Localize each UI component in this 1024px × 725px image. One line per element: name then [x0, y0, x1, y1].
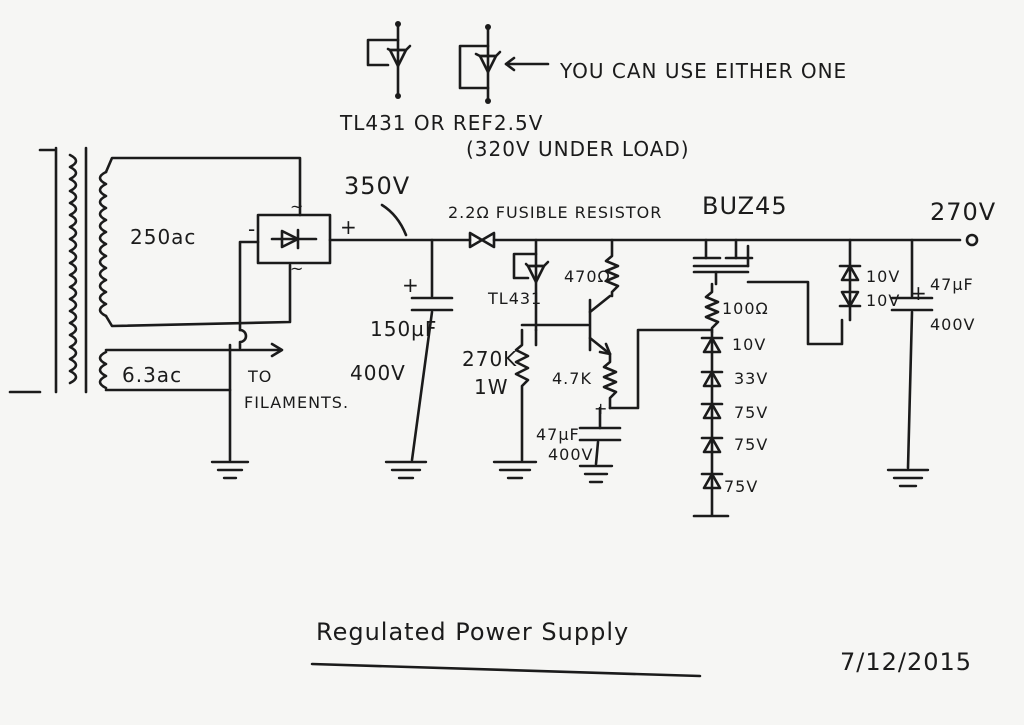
c2-plus-sign: +: [594, 399, 608, 418]
resistor-4k7: [602, 352, 618, 410]
secondary-lv-label: 6.3ac: [122, 363, 182, 387]
bridge-plus-label: +: [340, 215, 358, 239]
bjt-transistor: [588, 294, 612, 356]
r-4k7-value: 4.7K: [552, 369, 592, 388]
transformer: [8, 146, 108, 394]
zener-diode-4: [700, 436, 724, 454]
bridge-ac-label-top: ~: [290, 197, 304, 216]
b-plus-loaded-label: (320V UNDER LOAD): [466, 137, 690, 161]
zener-diode-1: [700, 336, 724, 354]
title-underline: [310, 662, 702, 678]
wire-crossover: [238, 328, 248, 350]
voltage-pointer: [380, 203, 408, 237]
c2-voltage: 400V: [548, 445, 593, 464]
zener-2-value: 33V: [734, 369, 768, 388]
c1-voltage: 400V: [350, 361, 406, 385]
ground-symbol-4: [578, 464, 614, 484]
r-bias-value: 270K: [462, 347, 517, 371]
output-voltage-label: 270V: [930, 198, 996, 226]
zener-4-value: 75V: [734, 435, 768, 454]
zener-3-value: 75V: [734, 403, 768, 422]
protection-zeners: [838, 238, 862, 322]
tl431-label: TL431: [487, 289, 542, 308]
shunt-ref-options-note: TL431 OR REF2.5V: [339, 111, 543, 135]
bridge-rectifier: [256, 213, 332, 265]
secondary-hv-label: 250ac: [130, 225, 196, 249]
wire-bridge-minus: [238, 240, 260, 332]
mosfet-label: BUZ45: [702, 192, 788, 220]
tl431-symbol-legend: [366, 21, 412, 99]
either-one-note: YOU CAN USE EITHER ONE: [559, 59, 847, 83]
r-470-value: 470Ω: [564, 267, 611, 286]
resistor-270k: [514, 328, 530, 462]
zener-diode-3: [700, 402, 724, 420]
wire-hv-top: [104, 156, 302, 217]
tl431-shunt-reference: [512, 238, 550, 347]
r-gate-value: 100Ω: [722, 299, 769, 318]
zener-5-value: 75V: [724, 477, 758, 496]
fusible-resistor-label: 2.2Ω FUSIBLE RESISTOR: [448, 203, 662, 222]
c1-value: 150µF: [370, 317, 437, 341]
capacitor-c3: [890, 238, 934, 470]
b-plus-unloaded-label: 350V: [344, 172, 410, 200]
ref25-symbol-legend: [458, 24, 550, 104]
to-label: TO: [247, 367, 272, 386]
resistor-100: [704, 282, 720, 334]
wire-hv-bottom: [104, 263, 292, 328]
capacitor-c1: [410, 238, 454, 462]
protect-zener-2-value: 10V: [866, 291, 900, 310]
mosfet-buz45: [692, 238, 844, 346]
ground-symbol-3: [492, 460, 538, 480]
zener-1-value: 10V: [732, 335, 766, 354]
sheet-date: 7/12/2015: [840, 648, 972, 676]
c3-plus-sign: +: [910, 281, 928, 305]
wire-c2-gate: [608, 328, 714, 410]
resistor-470: [604, 238, 620, 298]
c3-voltage: 400V: [930, 315, 975, 334]
to-filaments-label: FILAMENTS.: [244, 393, 349, 412]
zener-diode-2: [700, 370, 724, 388]
c2-value: 47µF: [536, 425, 580, 444]
sheet-title: Regulated Power Supply: [316, 618, 629, 646]
ground-symbol-1: [210, 460, 250, 480]
to-filaments-arrow: [270, 342, 284, 358]
fusible-resistor: [468, 231, 496, 249]
protect-zener-1-value: 10V: [866, 267, 900, 286]
ground-symbol-2: [384, 460, 428, 480]
c1-plus-sign: +: [402, 273, 420, 297]
c3-value: 47µF: [930, 275, 974, 294]
ground-symbol-6: [886, 468, 930, 488]
capacitor-c2: [578, 406, 622, 466]
zener-diode-5: [700, 472, 724, 490]
r-bias-power: 1W: [474, 375, 509, 399]
output-terminal: [965, 233, 979, 247]
bridge-minus-label: -: [248, 217, 256, 241]
bridge-ac-label-bottom: ~: [290, 259, 304, 278]
